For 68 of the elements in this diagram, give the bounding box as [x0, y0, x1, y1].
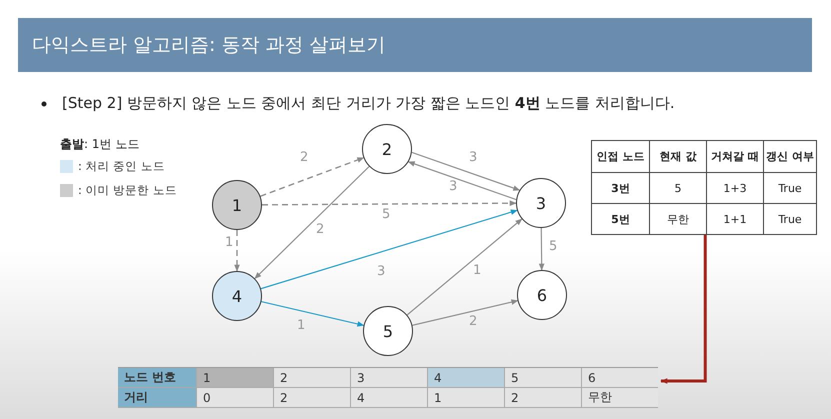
table-cell: 6	[582, 368, 658, 388]
table-cell: 5	[504, 368, 582, 388]
edge-label: 3	[469, 150, 478, 165]
table-cell: True	[764, 204, 816, 234]
legend-text: : 이미 방문한 노드	[78, 183, 177, 198]
table-cell: 2	[274, 388, 350, 408]
header-cell: 노드 번호	[118, 368, 196, 388]
node-number: 6	[536, 286, 548, 304]
update-table	[591, 140, 817, 235]
graph-node	[516, 178, 566, 228]
title: 다익스트라 알고리즘: 동작 과정 살펴보기	[32, 33, 386, 58]
table-cell: 1	[428, 388, 504, 408]
table-cell: 3	[350, 368, 428, 388]
arrow	[261, 301, 364, 327]
table-cell: 0	[196, 388, 274, 408]
arrow	[260, 209, 518, 290]
edge-label: 1	[473, 263, 482, 278]
node-number: 2	[382, 140, 392, 158]
graph-node	[517, 270, 567, 320]
step-description: [Step 2] 방문하지 않은 노드 중에서 최단 거리가 가장 짧은 노드인 4번 노드를 처리합니다.	[62, 94, 675, 113]
graph-node	[363, 306, 413, 356]
distance-table	[118, 367, 658, 408]
dashed-arrow	[234, 230, 240, 272]
edge-label: 1	[225, 235, 234, 250]
arrow	[406, 218, 522, 316]
arrow	[408, 161, 516, 200]
node-number: 1	[232, 196, 242, 214]
legend-text: : 처리 중인 노드	[78, 159, 165, 174]
graph-node	[212, 271, 262, 321]
node-number: 5	[382, 322, 394, 340]
header-cell: 현재 값	[650, 140, 706, 172]
table-cell: 무한	[650, 204, 706, 234]
arrow	[412, 299, 518, 326]
node-number: 4	[232, 286, 242, 306]
table-cell: 1+3	[706, 172, 764, 204]
dashed-arrow	[260, 157, 364, 197]
graph-node	[212, 180, 262, 230]
header-cell: 갱신 여부	[764, 140, 816, 172]
table-cell: 2	[274, 368, 350, 388]
table-cell: 2	[504, 388, 582, 408]
edge-label: 1	[297, 318, 306, 333]
edge-label: 5	[382, 207, 390, 222]
arrow	[412, 152, 520, 191]
edge-label: 5	[549, 239, 558, 254]
edge-label: 2	[469, 314, 478, 329]
table-cell: 1	[196, 368, 274, 388]
arrow	[538, 228, 544, 271]
start-note: 출발: 1번 노드	[60, 136, 140, 153]
table-cell: 4	[428, 368, 504, 388]
table-cell: 1+1	[706, 204, 764, 234]
edge-label: 3	[377, 264, 386, 279]
table-cell: 5	[650, 172, 706, 204]
table-cell: 4	[350, 388, 428, 408]
header-cell: 인접 노드	[592, 140, 650, 172]
table-cell: True	[764, 172, 816, 204]
table-cell: 무한	[582, 388, 658, 408]
dashed-arrow	[262, 200, 517, 206]
arrow	[660, 234, 707, 384]
node-number: 3	[536, 194, 546, 212]
edge-label: 2	[316, 222, 324, 237]
edge-label: 2	[300, 150, 308, 165]
table-cell: 5번	[592, 204, 650, 234]
header-cell: 거쳐갈 때	[706, 140, 764, 172]
header-cell: 거리	[118, 388, 196, 408]
arrow	[254, 166, 370, 279]
edge-label: 3	[449, 179, 458, 194]
table-cell: 3번	[592, 172, 650, 204]
graph-node	[362, 124, 412, 174]
